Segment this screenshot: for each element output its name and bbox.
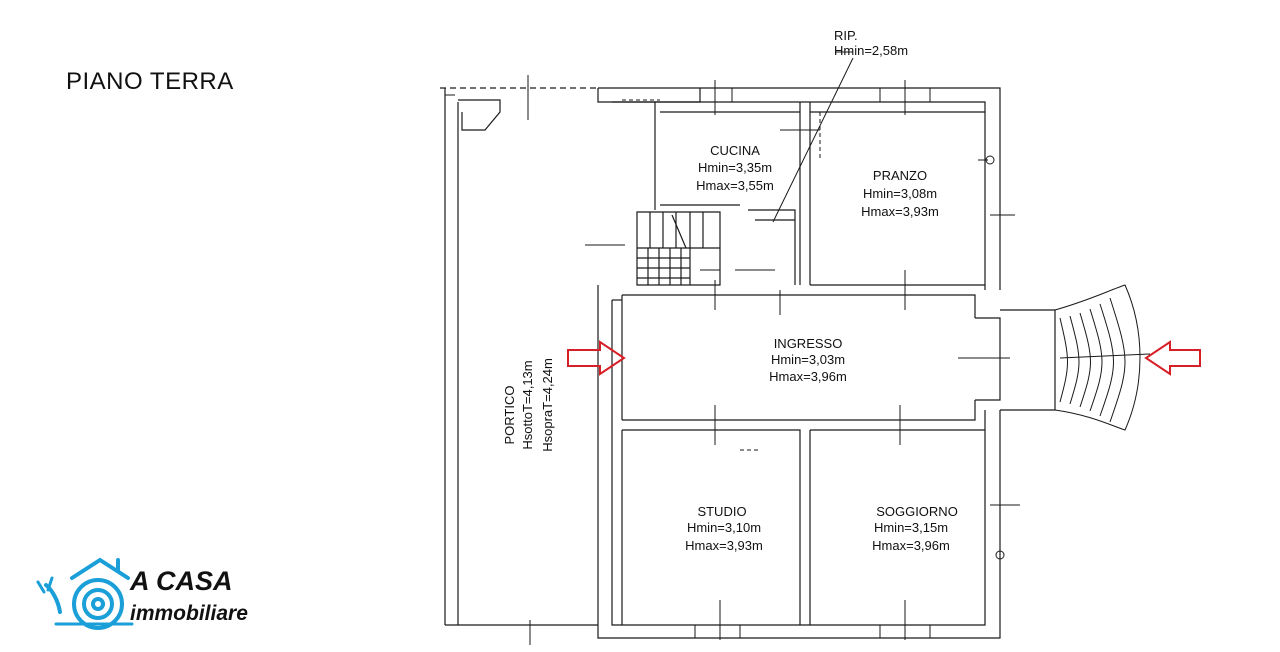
ingresso-hmin: Hmin=3,03m [771, 352, 845, 367]
logo-line1: A CASA [129, 566, 233, 596]
soggiorno-hmin: Hmin=3,15m [874, 520, 948, 535]
rip-name: RIP. [834, 28, 858, 43]
agency-logo: A CASA immobiliare [36, 557, 248, 630]
floor-title: PIANO TERRA [66, 68, 234, 95]
openings [445, 75, 1020, 645]
portico-name: PORTICO [502, 386, 517, 445]
ingresso-name: INGRESSO [774, 336, 843, 351]
exterior-stairs [1054, 284, 1151, 431]
entrance-arrows [567, 340, 1201, 376]
left-entrance-arrow [567, 340, 626, 376]
room-labels: RIP. Hmin=2,58m CUCINA Hmin=3,35m Hmax=3… [502, 28, 958, 553]
right-entrance-arrow [1144, 340, 1201, 376]
studio-name: STUDIO [697, 504, 746, 519]
soggiorno-name: SOGGIORNO [876, 504, 958, 519]
pranzo-name: PRANZO [873, 168, 927, 183]
cucina-hmax: Hmax=3,55m [696, 178, 774, 193]
studio-hmin: Hmin=3,10m [687, 520, 761, 535]
ingresso-hmax: Hmax=3,96m [769, 369, 847, 384]
studio-hmax: Hmax=3,93m [685, 538, 763, 553]
rip-hmin: Hmin=2,58m [834, 43, 908, 58]
portico-hsotto: HsottoT=4,13m [520, 360, 535, 449]
cucina-hmin: Hmin=3,35m [698, 160, 772, 175]
pranzo-hmax: Hmax=3,93m [861, 204, 939, 219]
snail-house-icon [36, 557, 134, 630]
portico-hsopra: HsopraT=4,24m [540, 358, 555, 452]
walls [440, 87, 1056, 639]
leader-lines [772, 51, 854, 223]
logo-line2: immobiliare [130, 602, 248, 625]
cucina-name: CUCINA [710, 143, 760, 158]
pranzo-hmin: Hmin=3,08m [863, 186, 937, 201]
soggiorno-hmax: Hmax=3,96m [872, 538, 950, 553]
